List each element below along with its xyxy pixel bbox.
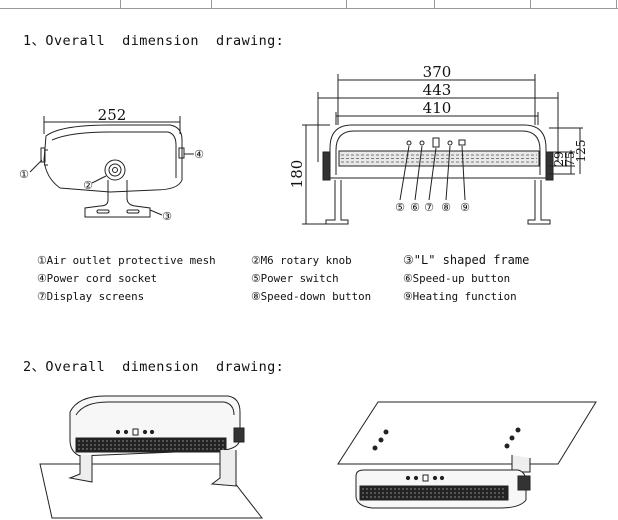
- callout-7: ⑦: [424, 201, 434, 214]
- callout-8: ⑧: [441, 201, 451, 214]
- dim-75: 75: [563, 151, 577, 166]
- legend-item-3: ③"L" shaped frame: [403, 253, 530, 267]
- dim-125: 125: [574, 140, 588, 163]
- section-2-heading: 2、Overall dimension drawing:: [23, 359, 285, 375]
- dim-180: 180: [288, 160, 306, 189]
- dim-370: 370: [423, 63, 452, 81]
- front-view-drawing: [302, 74, 583, 225]
- callout-1: ①: [19, 168, 29, 181]
- callout-3: ③: [162, 210, 172, 223]
- callout-5: ⑤: [395, 201, 405, 214]
- isometric-view-left: [39, 395, 264, 519]
- legend-item-2: ②M6 rotary knob: [251, 254, 352, 267]
- dim-443: 443: [423, 81, 452, 99]
- dim-410: 410: [423, 99, 452, 117]
- callout-4: ④: [194, 148, 204, 161]
- legend-item-1: ①Air outlet protective mesh: [37, 254, 216, 267]
- legend-item-6: ⑥Speed-up button: [403, 272, 511, 285]
- section-1-heading: 1、Overall dimension drawing:: [23, 33, 285, 49]
- callout-9: ⑨: [460, 201, 470, 214]
- isometric-view-right: [337, 401, 597, 509]
- legend-item-8: ⑧Speed-down button: [251, 290, 372, 303]
- dim-29: 29: [552, 151, 566, 166]
- callout-2: ②: [83, 179, 93, 192]
- legend-item-5: ⑤Power switch: [251, 272, 339, 285]
- legend-item-4: ④Power cord socket: [37, 272, 158, 285]
- callout-6: ⑥: [410, 201, 420, 214]
- side-view-drawing: [29, 116, 194, 218]
- side-width-label: 252: [98, 106, 127, 124]
- legend-item-9: ⑨Heating function: [403, 290, 517, 303]
- legend-item-7: ⑦Display screens: [37, 290, 145, 303]
- table-grid-top: [0, 0, 618, 9]
